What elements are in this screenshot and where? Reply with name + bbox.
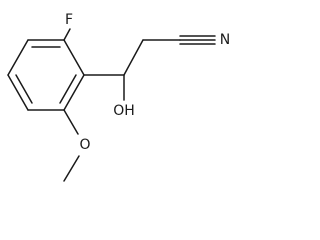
ring-double-bond-c3-c4	[15, 74, 33, 104]
bond-ring-fluorine	[63, 28, 71, 41]
bond-chiral-carbon-to-ch2	[123, 39, 144, 76]
ring-bond-c5-c6	[63, 74, 85, 111]
methoxy-oxygen-label: O	[79, 137, 90, 153]
chemical-structure-drawing: F N OH O	[7, 12, 230, 182]
bond-ring-to-methoxy-oxygen	[63, 109, 79, 135]
nitrile-triple-bond	[179, 35, 216, 45]
bond-oxygen-to-methyl	[63, 155, 80, 182]
ring-double-bond-c5-c6	[59, 74, 77, 104]
benzene-ring	[7, 39, 85, 111]
nitrogen-atom-label: N	[220, 32, 230, 48]
fluorine-atom-label: F	[65, 12, 73, 28]
ring-bond-c3-c4	[7, 74, 29, 111]
ring-bond-c2-c3	[7, 39, 29, 76]
hydroxyl-label: OH	[113, 103, 135, 119]
ring-bond-c6-c1	[63, 39, 85, 76]
